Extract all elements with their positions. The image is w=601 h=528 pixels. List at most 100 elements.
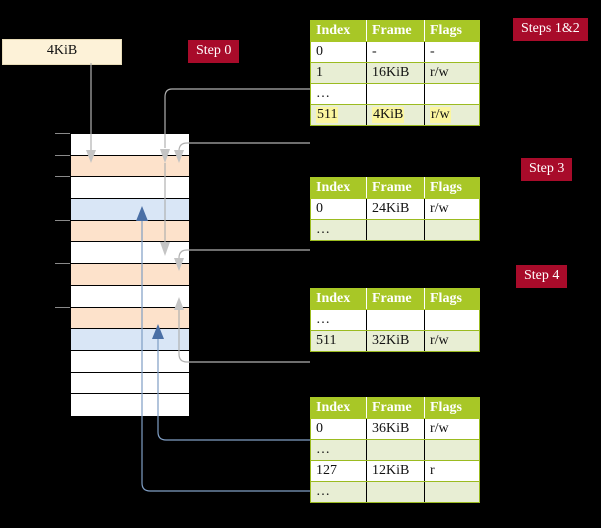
cell-index: … [310,439,367,461]
column-header-frame: Frame [366,20,425,42]
cell-flags: r/w [424,330,480,352]
cell-flags [424,309,480,331]
cell-frame: 24KiB [366,198,425,220]
cell-frame: - [366,41,425,63]
memory-frame-tick [55,176,70,178]
table-row: … [310,439,480,461]
cell-frame [366,219,425,241]
cell-frame: 12KiB [366,460,425,482]
cell-index: … [310,219,367,241]
table-header-row: Index Frame Flags [310,397,480,419]
memory-frame-cell [71,264,189,286]
memory-frame-cell [71,307,189,330]
column-header-flags: Flags [424,288,480,310]
memory-frame-cell [71,199,189,221]
cell-flags [424,219,480,241]
physical-memory-frames [70,133,190,417]
table-header-row: Index Frame Flags [310,288,480,310]
cell-frame [366,481,425,503]
cell-index: 127 [310,460,367,482]
cell-index: … [310,309,367,331]
table-row: … [310,481,480,503]
memory-frame-cell [71,351,189,373]
column-header-flags: Flags [424,20,480,42]
memory-frame-tick [55,219,70,221]
cell-index: 0 [310,198,367,220]
memory-frame-cell [71,394,189,417]
badge-steps-1-2: Steps 1&2 [513,18,588,41]
wire-step3 [178,249,310,259]
cell-frame: 4KiB [366,104,425,126]
wire-step4 [178,310,310,363]
badge-step-3: Step 3 [521,158,573,181]
memory-frame-cell [71,134,189,156]
table-row: … [310,219,480,241]
cell-frame: 32KiB [366,330,425,352]
column-header-index: Index [310,288,367,310]
cell-index: 511 [310,104,367,126]
memory-frame-cell [71,155,189,178]
cell-index: 511 [310,330,367,352]
memory-frame-tick [55,306,70,308]
cell-frame: 36KiB [366,418,425,440]
memory-frame-cell [71,329,189,351]
table-row: 0-- [310,41,480,63]
virtual-address-box: 4KiB [2,39,122,65]
cell-frame: 16KiB [366,62,425,84]
memory-frame-cell [71,220,189,243]
cell-index: 0 [310,41,367,63]
cell-flags [424,439,480,461]
column-header-frame: Frame [366,397,425,419]
column-header-flags: Flags [424,397,480,419]
cell-highlight: 511 [316,107,339,123]
cell-flags: r/w [424,104,480,126]
memory-frame-cell [71,285,189,308]
table-row: … [310,309,480,331]
cell-index: 0 [310,418,367,440]
column-header-flags: Flags [424,177,480,199]
column-header-index: Index [310,20,367,42]
cell-flags [424,481,480,503]
column-header-index: Index [310,177,367,199]
cell-index: 1 [310,62,367,84]
memory-frame-cell [71,242,189,265]
memory-frame-cell [71,372,189,395]
table-header-row: Index Frame Flags [310,20,480,42]
memory-frame-tick [55,154,70,156]
cell-flags [424,83,480,105]
cell-flags: r/w [424,418,480,440]
cell-frame [366,439,425,461]
cell-highlight: 4KiB [372,107,405,123]
cell-flags: r/w [424,62,480,84]
memory-frame-cell [71,177,189,200]
cell-flags: r/w [424,198,480,220]
table-row: 511 4KiB r/w [310,104,480,126]
cell-highlight: r/w [430,107,451,123]
cell-frame [366,83,425,105]
column-header-index: Index [310,397,367,419]
column-header-frame: Frame [366,288,425,310]
table-header-row: Index Frame Flags [310,177,480,199]
cell-flags: r [424,460,480,482]
badge-step-4: Step 4 [516,265,568,288]
cell-flags: - [424,41,480,63]
cell-index: … [310,481,367,503]
column-header-frame: Frame [366,177,425,199]
wire-511-hook [178,142,310,152]
cell-index: … [310,83,367,105]
memory-frame-tick [55,263,70,265]
